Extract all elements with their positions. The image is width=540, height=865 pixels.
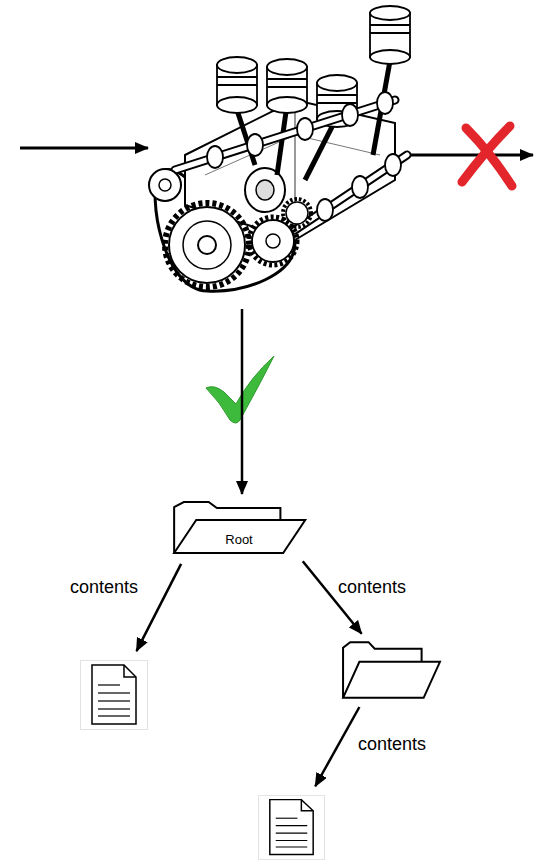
file-icon [258, 795, 325, 860]
file-shape [258, 795, 325, 860]
input-arrow [20, 147, 148, 150]
contents-arrow [241, 309, 244, 494]
green-check [206, 356, 274, 423]
folder-label: Root [170, 532, 308, 547]
folder-icon [340, 640, 442, 700]
contents-arrow [315, 707, 359, 786]
contents-arrow [136, 564, 181, 651]
folder-shape [340, 640, 442, 700]
edge-label: contents [68, 577, 140, 599]
file-shape [80, 660, 148, 730]
edge-label: contents [336, 577, 408, 599]
folder-icon: Root [170, 500, 308, 555]
output-arrow [410, 154, 533, 157]
red-cross [462, 126, 512, 186]
engine-shape [145, 5, 415, 295]
engine-illustration [145, 5, 415, 295]
file-icon [80, 660, 148, 730]
edge-label: contents [356, 734, 428, 756]
